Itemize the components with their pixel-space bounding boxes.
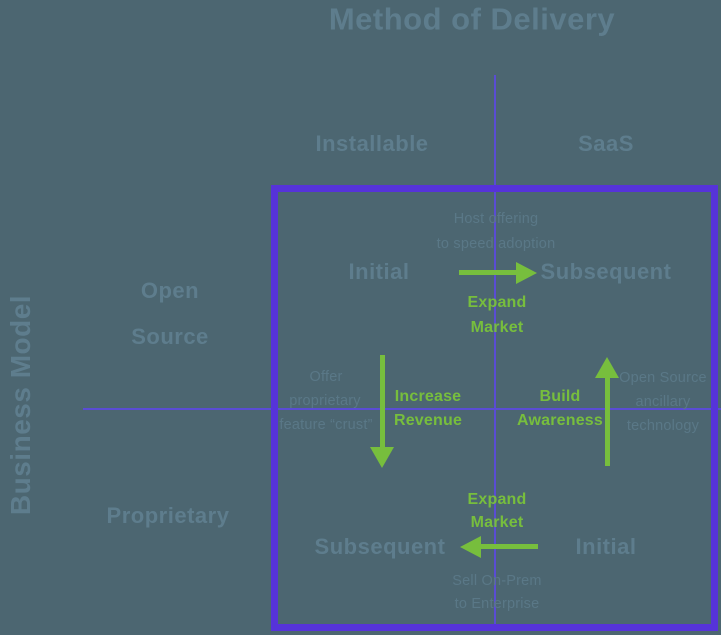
arrow-head bbox=[516, 262, 537, 284]
top-flow-note-line-2: to speed adoption bbox=[436, 235, 556, 252]
x-axis-title: Method of Delivery bbox=[328, 1, 616, 37]
top-action-line-1: Expand bbox=[467, 294, 527, 311]
left-flow-note-line-1: Offer bbox=[309, 368, 343, 385]
right-flow-note-line-2: ancillary bbox=[635, 393, 691, 410]
quadrant-label-subsequent-top-right: Subsequent bbox=[540, 259, 672, 284]
arrow-shaft bbox=[380, 355, 385, 448]
top-flow-note-line-1: Host offering bbox=[453, 210, 539, 227]
quadrant-label-initial-bottom-right: Initial bbox=[575, 534, 637, 559]
right-flow-note-line-1: Open Source bbox=[619, 369, 707, 386]
arrow-shaft bbox=[479, 544, 538, 549]
row-label-open-source-line-1: Open bbox=[140, 278, 200, 303]
arrow-down-icon bbox=[370, 355, 394, 468]
top-action-line-2: Market bbox=[470, 319, 524, 336]
bottom-action-line-2: Market bbox=[470, 514, 524, 531]
row-label-open-source-line-2: Source bbox=[131, 324, 209, 349]
arrow-head bbox=[595, 357, 619, 378]
left-action-line-1: Increase bbox=[394, 388, 462, 405]
left-action-line-2: Revenue bbox=[393, 412, 463, 429]
arrow-up-icon bbox=[595, 357, 619, 466]
right-action-line-2: Awareness bbox=[516, 412, 604, 429]
left-flow-note-line-3: feature “crust” bbox=[279, 416, 373, 433]
bottom-flow-note-line-1: Sell On-Prem bbox=[452, 572, 542, 589]
row-label-proprietary: Proprietary bbox=[106, 503, 230, 528]
arrow-left-icon bbox=[460, 536, 538, 558]
left-flow-note-line-2: proprietary bbox=[289, 392, 361, 409]
strategy-highlight-box bbox=[271, 185, 718, 631]
horizontal-axis-line bbox=[83, 408, 721, 410]
quadrant-label-initial-top-left: Initial bbox=[348, 259, 410, 284]
arrow-head bbox=[370, 447, 394, 468]
y-axis-title: Business Model bbox=[5, 294, 36, 516]
right-flow-note-line-3: technology bbox=[626, 417, 700, 434]
arrow-right-icon bbox=[459, 262, 537, 284]
arrow-shaft bbox=[605, 376, 610, 466]
column-label-saas: SaaS bbox=[578, 131, 634, 156]
quadrant-label-subsequent-bottom-left: Subsequent bbox=[314, 534, 446, 559]
bottom-action-line-1: Expand bbox=[467, 491, 527, 508]
arrow-shaft bbox=[459, 270, 518, 275]
bottom-flow-note-line-2: to Enterprise bbox=[454, 595, 540, 612]
right-action-line-1: Build bbox=[539, 388, 581, 405]
column-label-installable: Installable bbox=[315, 131, 429, 156]
vertical-axis-line bbox=[494, 75, 496, 631]
arrow-head bbox=[460, 536, 481, 558]
